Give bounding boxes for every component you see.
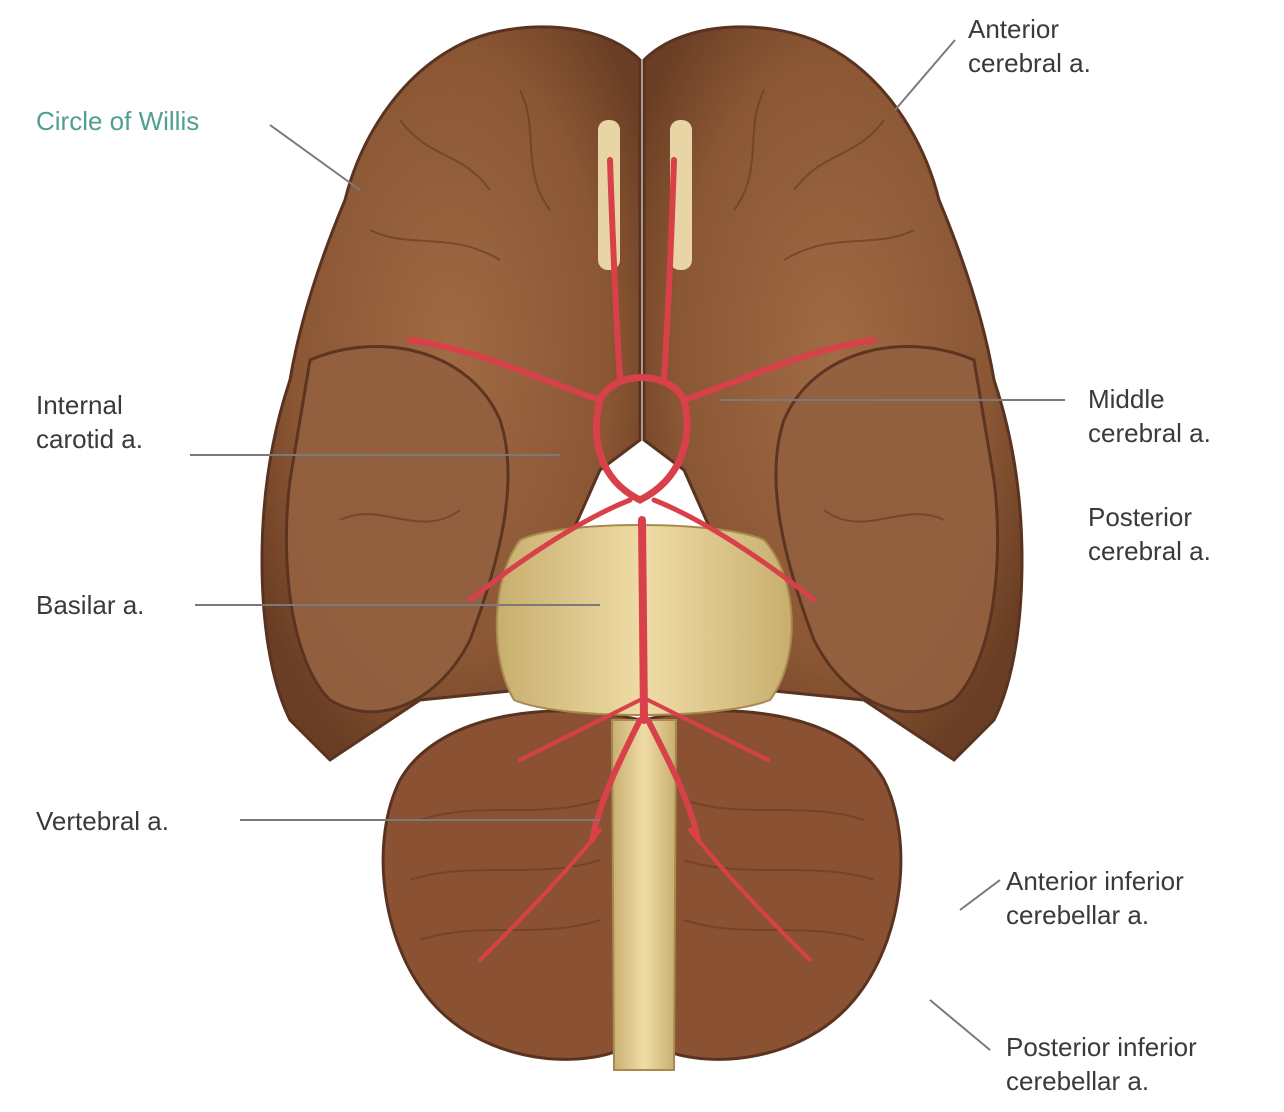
label-circle-of-willis: Circle of Willis (36, 104, 199, 138)
label-basilar-artery: Basilar a. (36, 588, 144, 622)
label-vertebral-artery: Vertebral a. (36, 804, 169, 838)
label-posterior-cerebral-artery: Posterior cerebral a. (1088, 500, 1211, 568)
label-anterior-cerebral-artery: Anterior cerebral a. (968, 12, 1091, 80)
label-anterior-inferior-cerebellar-artery: Anterior inferior cerebellar a. (1006, 864, 1184, 932)
medulla-spinal-cord (612, 720, 676, 1070)
left-cerebellar-hemisphere (383, 711, 640, 1059)
right-cerebellar-hemisphere (644, 711, 901, 1059)
label-middle-cerebral-artery: Middle cerebral a. (1088, 382, 1211, 450)
basilar-artery (642, 520, 644, 720)
label-internal-carotid-artery: Internal carotid a. (36, 388, 143, 456)
label-posterior-inferior-cerebellar-artery: Posterior inferior cerebellar a. (1006, 1030, 1197, 1098)
